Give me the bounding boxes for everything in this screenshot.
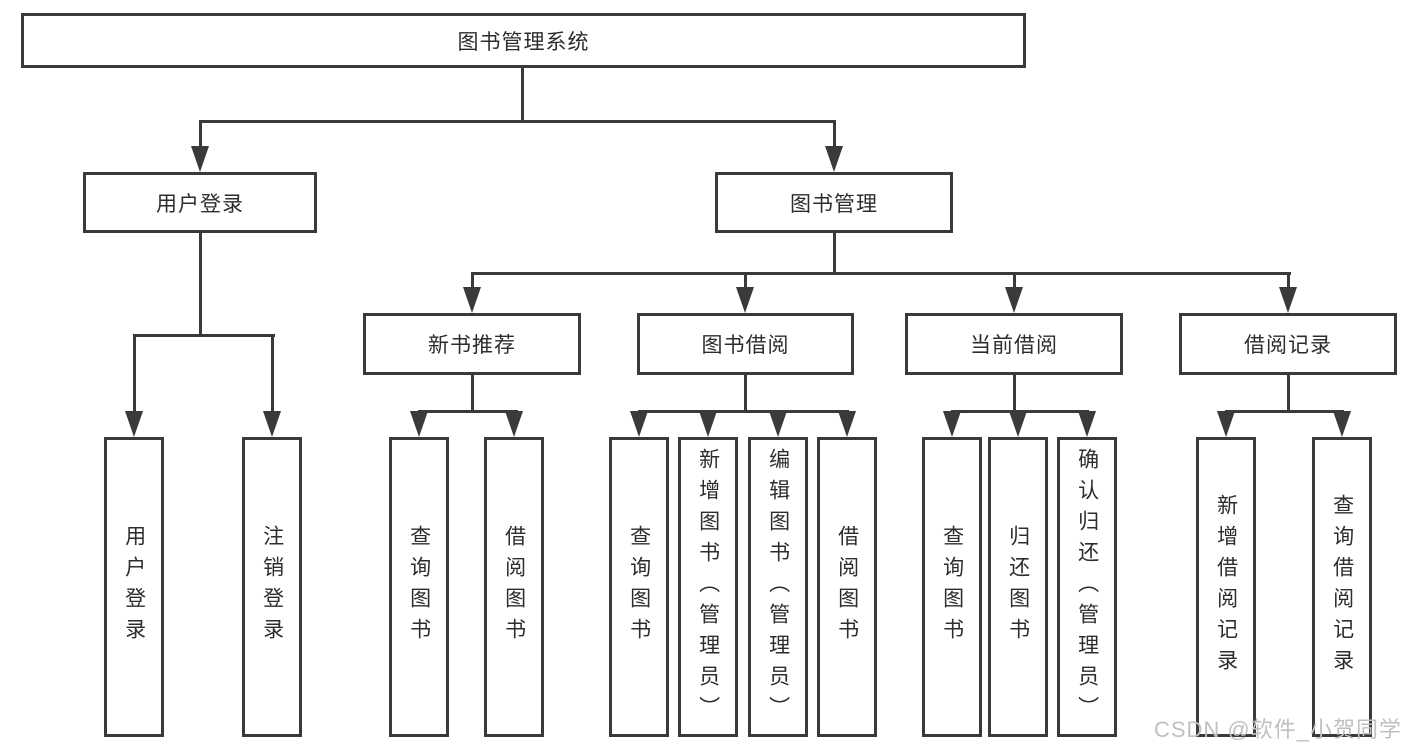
arrow-head-cb-return-books <box>1009 411 1027 437</box>
arrow-head-leaf-logout <box>263 411 281 437</box>
arrow-head-cb-confirm-return <box>1078 411 1096 437</box>
node-book-borrowing: 图书借阅 <box>637 313 854 375</box>
connector-level2-hline <box>471 272 1291 275</box>
connector-book-borrowing-stub <box>744 375 747 412</box>
connector-level1-hline <box>199 120 836 123</box>
leaf-logout: 注销登录 <box>242 437 302 737</box>
arrow-head-br-add-record <box>1217 411 1235 437</box>
arrow-head-rec-query-books <box>410 411 428 437</box>
leaf-bb-borrow-books: 借阅图书 <box>817 437 877 737</box>
leaf-cb-return-books-label: 归还图书 <box>1006 525 1030 649</box>
arrow-head-bb-borrow-books <box>838 411 856 437</box>
leaf-rec-query-books: 查询图书 <box>389 437 449 737</box>
arrow-stem-new-book-rec <box>471 274 474 290</box>
connector-user-login-stub <box>199 233 202 337</box>
arrow-head-book-borrowing <box>736 287 754 313</box>
arrow-stem-leaf-logout <box>271 335 274 414</box>
arrow-head-book-management <box>825 146 843 172</box>
node-borrowing-records: 借阅记录 <box>1179 313 1397 375</box>
leaf-bb-query-books-label: 查询图书 <box>627 525 651 649</box>
leaf-bb-edit-books-admin: 编辑图书（管理员） <box>748 437 808 737</box>
arrow-head-br-query-record <box>1333 411 1351 437</box>
leaf-br-query-record-label: 查询借阅记录 <box>1330 494 1354 680</box>
leaf-bb-edit-books-admin-label: 编辑图书（管理员） <box>766 447 790 727</box>
leaf-br-add-record-label: 新增借阅记录 <box>1214 494 1238 680</box>
arrow-head-bb-query-books <box>630 411 648 437</box>
leaf-user-login: 用户登录 <box>104 437 164 737</box>
leaf-br-add-record: 新增借阅记录 <box>1196 437 1256 737</box>
leaf-cb-confirm-return-admin: 确认归还（管理员） <box>1057 437 1117 737</box>
leaf-bb-query-books: 查询图书 <box>609 437 669 737</box>
arrow-head-cb-query-books <box>943 411 961 437</box>
arrow-head-leaf-user-login <box>125 411 143 437</box>
arrow-head-bb-edit-books <box>769 411 787 437</box>
arrow-stem-leaf-user-login <box>133 335 136 414</box>
node-book-management: 图书管理 <box>715 172 953 233</box>
arrow-stem-user-login <box>199 121 202 149</box>
connector-user-login-hline <box>133 334 275 337</box>
node-library-management-system: 图书管理系统 <box>21 13 1026 68</box>
leaf-bb-borrow-books-label: 借阅图书 <box>835 525 859 649</box>
connector-current-borrowing-stub <box>1013 375 1016 412</box>
connector-book-borrowing-hline <box>638 410 849 413</box>
leaf-rec-borrow-books-label: 借阅图书 <box>502 525 526 649</box>
leaf-logout-label: 注销登录 <box>260 525 284 649</box>
leaf-cb-query-books-label: 查询图书 <box>940 525 964 649</box>
leaf-cb-query-books: 查询图书 <box>922 437 982 737</box>
connector-new-book-rec-hline <box>418 410 518 413</box>
arrow-stem-book-borrowing <box>744 274 747 290</box>
csdn-watermark: CSDN @软件_小贺同学 <box>1153 717 1402 742</box>
arrow-head-user-login <box>191 146 209 172</box>
node-new-book-recommendation: 新书推荐 <box>363 313 581 375</box>
leaf-bb-add-books-admin: 新增图书（管理员） <box>678 437 738 737</box>
leaf-rec-query-books-label: 查询图书 <box>407 525 431 649</box>
leaf-br-query-record: 查询借阅记录 <box>1312 437 1372 737</box>
arrow-stem-current-borrowing <box>1013 274 1016 290</box>
arrow-head-bb-add-books <box>699 411 717 437</box>
leaf-rec-borrow-books: 借阅图书 <box>484 437 544 737</box>
node-user-login: 用户登录 <box>83 172 317 233</box>
arrow-stem-borrowing-records <box>1287 274 1290 290</box>
arrow-head-rec-borrow-books <box>505 411 523 437</box>
leaf-bb-add-books-admin-label: 新增图书（管理员） <box>696 447 720 727</box>
arrow-head-current-borrowing <box>1005 287 1023 313</box>
connector-new-book-rec-stub <box>471 375 474 412</box>
connector-root-stub <box>521 68 524 122</box>
leaf-user-login-label: 用户登录 <box>122 525 146 649</box>
connector-book-management-stub <box>833 233 836 274</box>
arrow-stem-book-management <box>833 121 836 149</box>
leaf-cb-return-books: 归还图书 <box>988 437 1048 737</box>
node-current-borrowing: 当前借阅 <box>905 313 1123 375</box>
arrow-head-new-book-rec <box>463 287 481 313</box>
connector-borrowing-records-hline <box>1225 410 1344 413</box>
arrow-head-borrowing-records <box>1279 287 1297 313</box>
leaf-cb-confirm-return-admin-label: 确认归还（管理员） <box>1075 447 1099 727</box>
connector-borrowing-records-stub <box>1287 375 1290 412</box>
